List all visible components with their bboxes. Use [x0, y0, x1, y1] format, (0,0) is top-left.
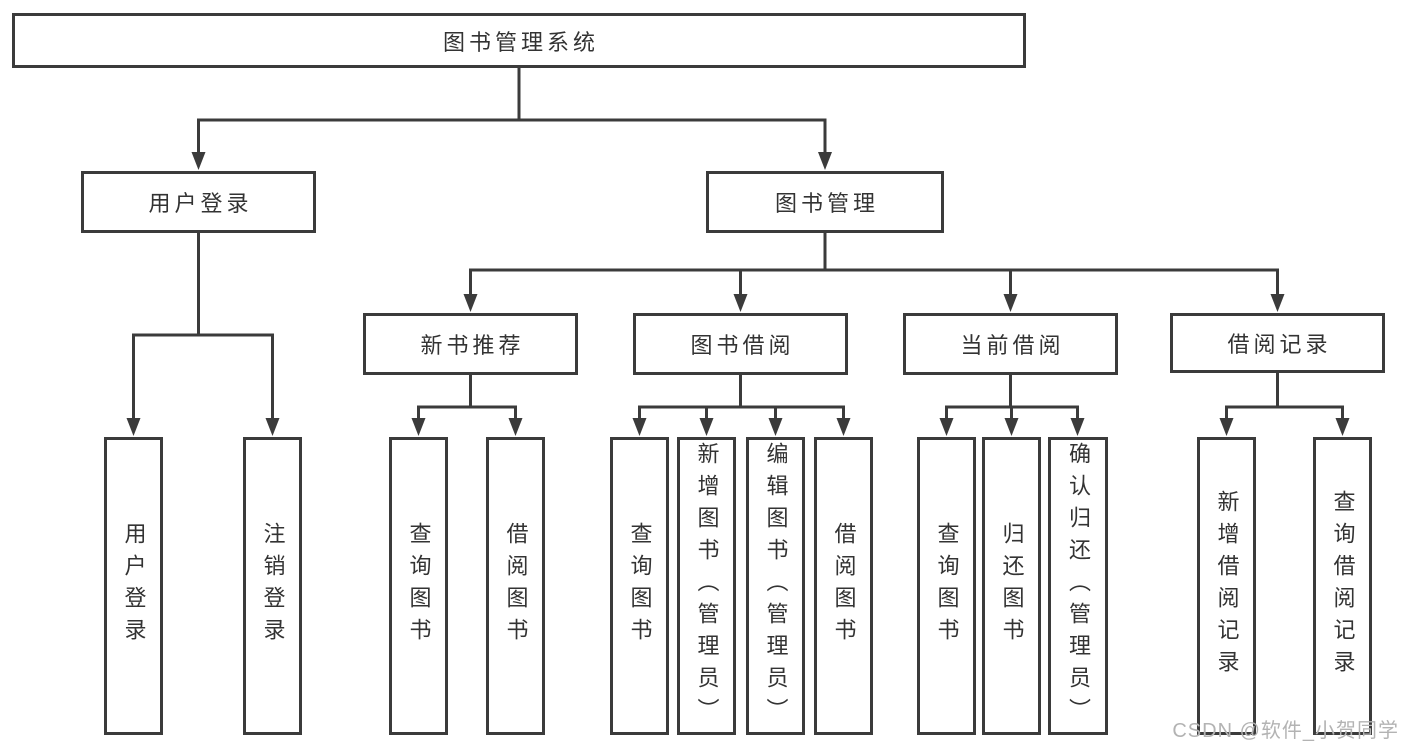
- leaf-logout: 注销登录: [243, 437, 302, 735]
- leaf-query-books-borrowing: 查询图书: [610, 437, 669, 735]
- leaf-borrow-books-recommend: 借阅图书: [486, 437, 545, 735]
- leaf-edit-books-admin: 编辑图书（管理员）: [746, 437, 805, 735]
- node-book-management-module: 图书管理: [706, 171, 944, 233]
- leaf-query-books-recommend: 查询图书: [389, 437, 448, 735]
- leaf-add-books-admin: 新增图书（管理员）: [677, 437, 736, 735]
- node-root-system: 图书管理系统: [12, 13, 1026, 68]
- node-current-borrowing: 当前借阅: [903, 313, 1118, 375]
- leaf-query-borrow-record: 查询借阅记录: [1313, 437, 1372, 735]
- leaf-user-login: 用户登录: [104, 437, 163, 735]
- leaf-add-borrow-record: 新增借阅记录: [1197, 437, 1256, 735]
- leaf-return-books: 归还图书: [982, 437, 1041, 735]
- leaf-borrow-books: 借阅图书: [814, 437, 873, 735]
- leaf-query-books-current: 查询图书: [917, 437, 976, 735]
- leaf-confirm-return-admin: 确认归还（管理员）: [1048, 437, 1108, 735]
- csdn-watermark: CSDN @软件_小贺同学: [1172, 720, 1399, 742]
- node-user-login-module: 用户登录: [81, 171, 316, 233]
- node-borrowing-records: 借阅记录: [1170, 313, 1385, 373]
- node-book-borrowing: 图书借阅: [633, 313, 848, 375]
- node-new-book-recommendation: 新书推荐: [363, 313, 578, 375]
